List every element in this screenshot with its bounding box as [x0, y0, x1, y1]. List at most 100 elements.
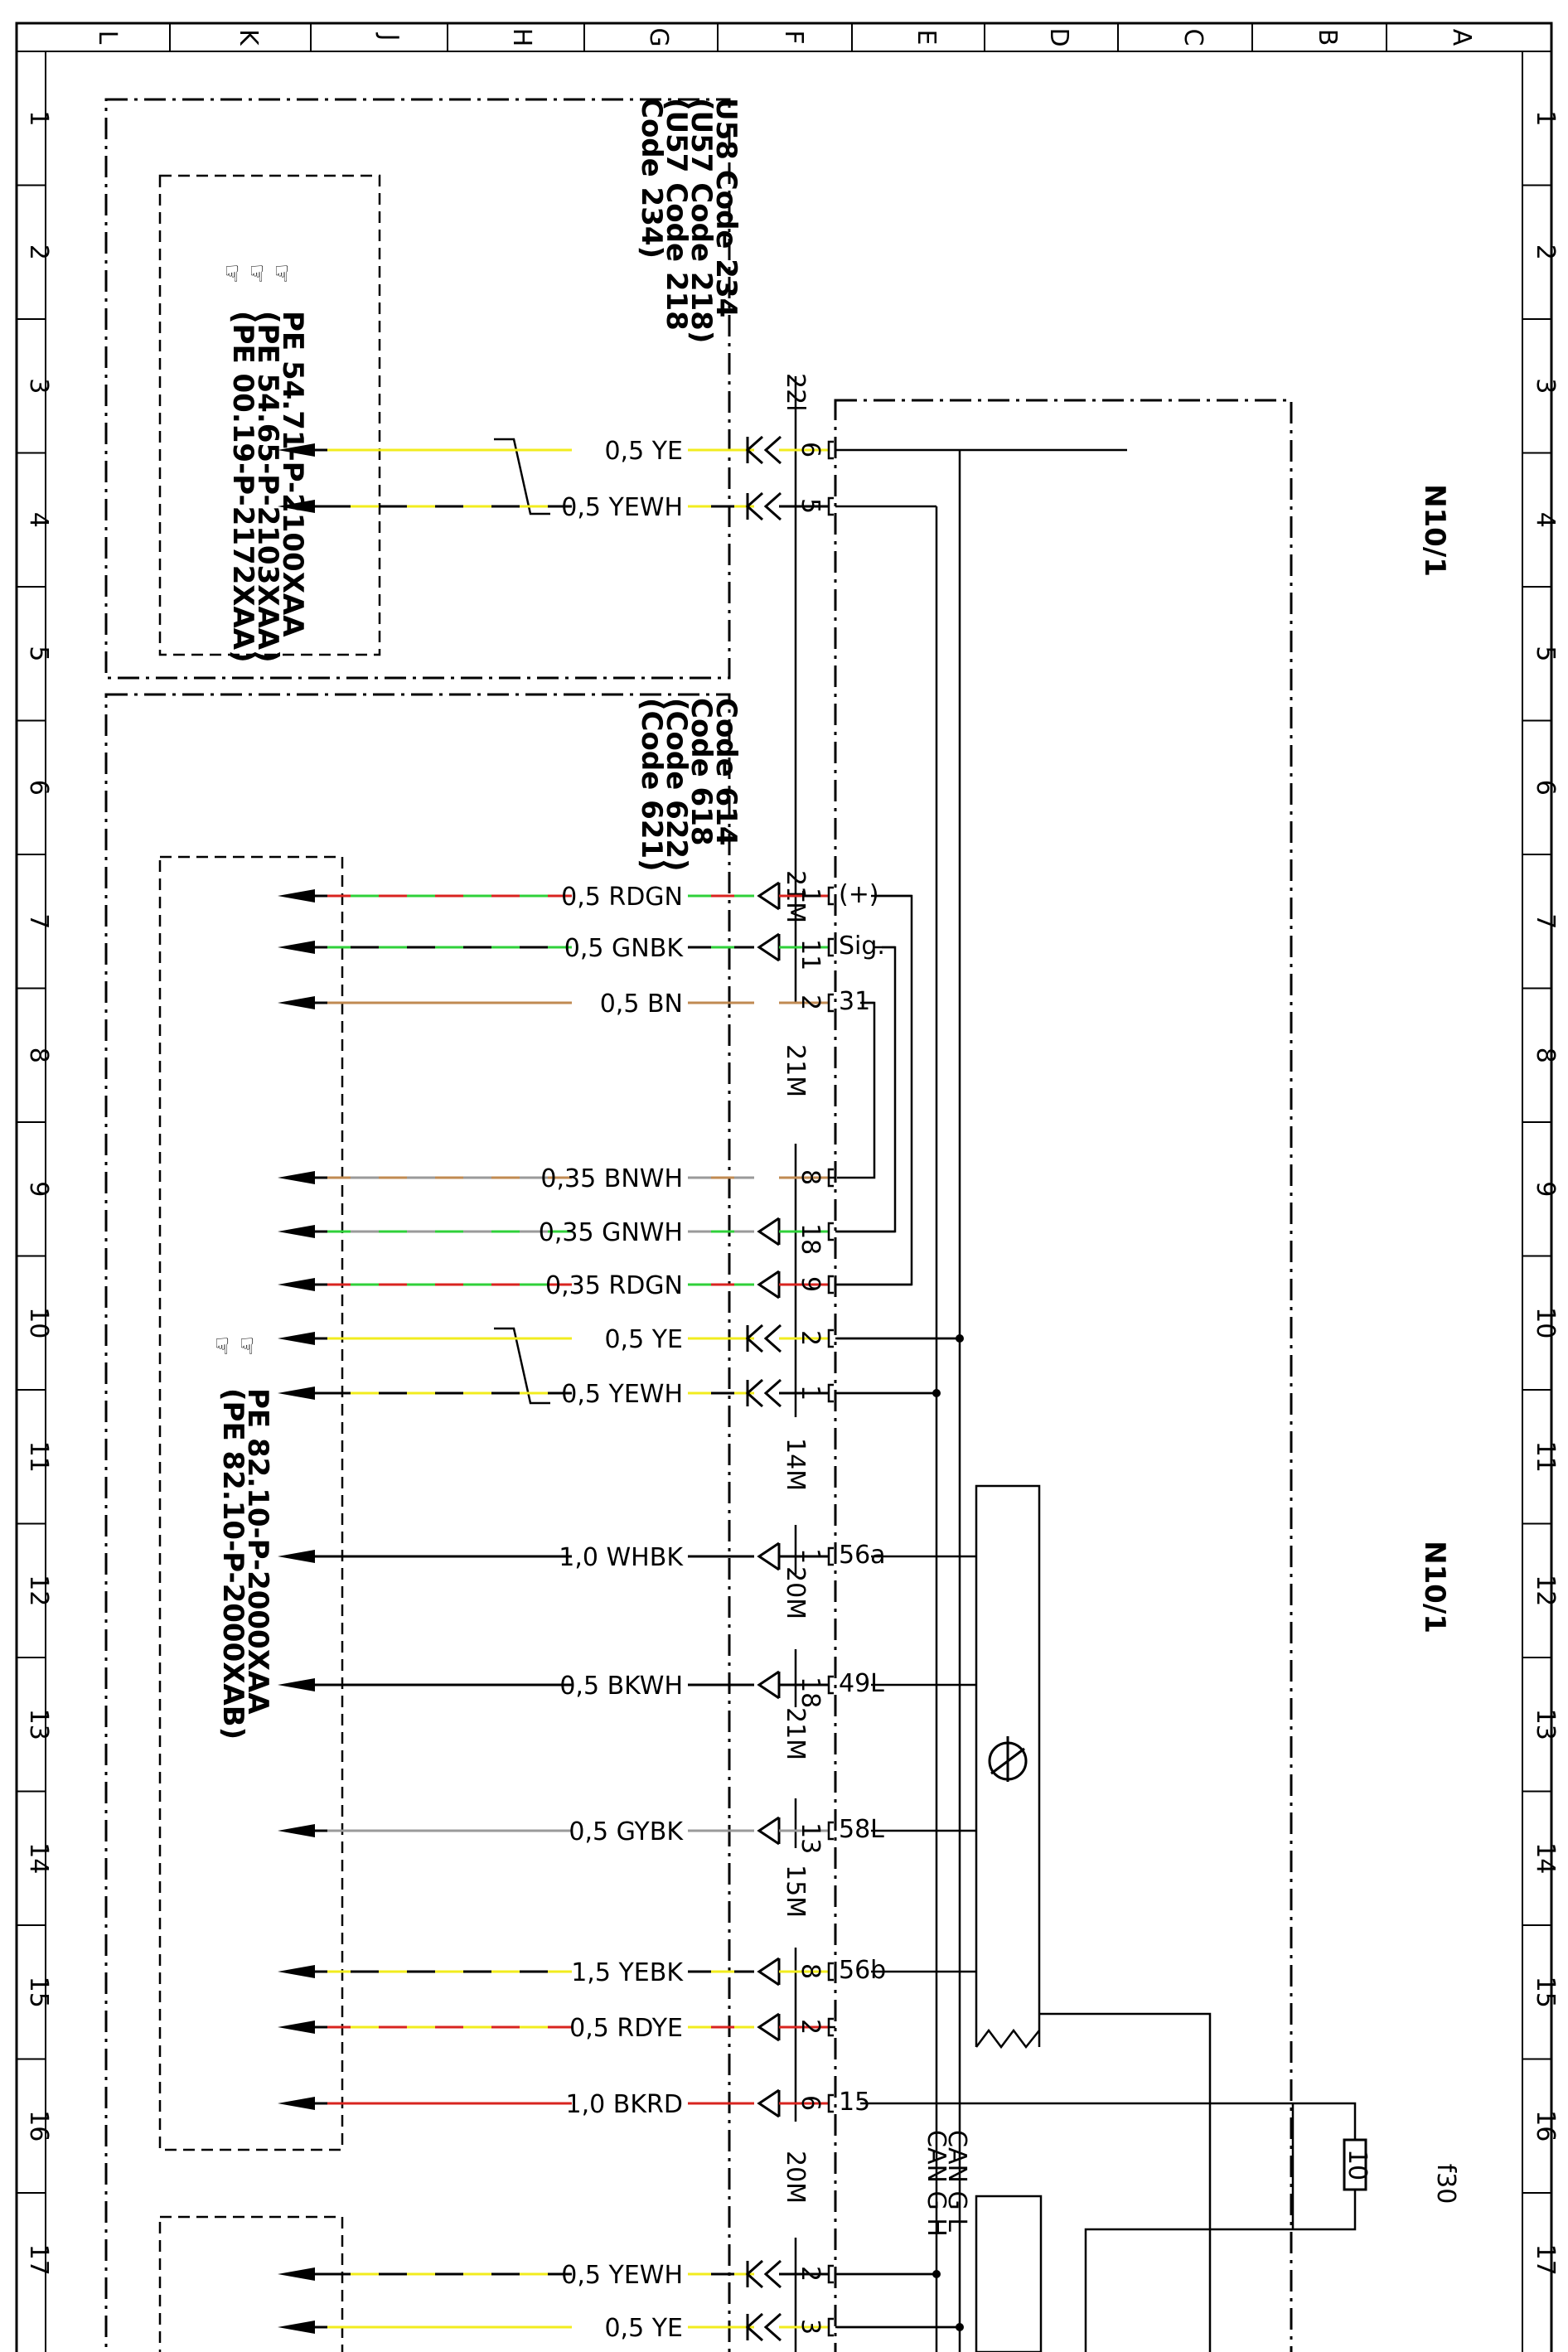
connector-symbol [757, 1270, 780, 1299]
hand-pointer-icon: ☞ [242, 264, 271, 283]
wire-arrow [278, 1171, 315, 1184]
row-number: 1 [24, 110, 53, 126]
column-label: K [234, 29, 263, 46]
row-number: 10 [1531, 1307, 1560, 1338]
wire-arrow [278, 889, 315, 903]
row-number: 8 [1531, 1048, 1560, 1063]
wire-label: 1,0 WHBK [559, 1543, 684, 1572]
reference-line[interactable]: PE 82.10-P-2000XAA [241, 1388, 274, 1715]
pin-bracket [827, 1821, 834, 1841]
fuse-value: 10 [1343, 2149, 1372, 2180]
connector-symbol [757, 1541, 780, 1571]
connector-label: 14M [781, 1438, 810, 1491]
connector-symbol [763, 2259, 782, 2289]
wire-label: 0,5 GYBK [569, 1817, 684, 1846]
pin-function: 31 [839, 987, 870, 1016]
connector-symbol [757, 2088, 780, 2118]
wire-label: 0,5 YE [604, 2314, 683, 2343]
row-number: 4 [24, 512, 53, 528]
connector-symbol [763, 435, 782, 465]
pin-number: 9 [796, 1276, 825, 1292]
row-number: 9 [24, 1181, 53, 1197]
column-label: C [1178, 29, 1207, 46]
row-number: 15 [24, 1977, 53, 2008]
wire-label: 0,5 YEWH [561, 2261, 683, 2290]
wire-arrow [278, 1278, 315, 1291]
connector-label: 20M [781, 2151, 810, 2204]
code-line: Code 614 [709, 698, 743, 846]
reference-line[interactable]: (PE 82.10-P-2000XAB) [216, 1388, 249, 1740]
wire-arrow [278, 996, 315, 1009]
connector-label: 15M [781, 1865, 810, 1918]
code-line: Code 618 [685, 698, 718, 846]
module-internal [794, 376, 1357, 2352]
code-line: Code 234) [635, 98, 668, 259]
pin-bracket [827, 440, 834, 460]
pin-function: Sig. [839, 932, 885, 961]
column-label: L [93, 31, 122, 45]
row-number: 10 [24, 1307, 53, 1338]
reference-line[interactable]: (PE 00.19-P-2172XAA) [226, 311, 259, 663]
pin-bracket [827, 2093, 834, 2113]
row-number: 11 [24, 1441, 53, 1473]
wire-label: 1,0 BKRD [566, 2090, 683, 2119]
reference-block-top[interactable]: PE 54.71-P-2100XAA (PE 54.65-P-2103XAA) … [217, 264, 309, 663]
code-line: (Code 622) [660, 698, 693, 872]
reference-block-mid[interactable]: PE 82.10-P-2000XAA (PE 82.10-P-2000XAB) … [207, 1336, 274, 1740]
pin-bracket [827, 496, 834, 516]
can-low-label: CAN G L [942, 2130, 971, 2232]
code-line: (U57 Code 218 [660, 98, 693, 331]
wire-arrow [278, 443, 315, 457]
pin-function: 15 [839, 2088, 870, 2117]
pin-function: (+) [839, 880, 879, 909]
wire[interactable]: 0,5 YEWH 2 [278, 2259, 936, 2290]
row-number: 17 [1531, 2244, 1560, 2276]
code-line: U58 Code 234 [709, 98, 743, 317]
wire-arrow [278, 941, 315, 954]
connector-symbol [763, 1378, 782, 1408]
reference-line[interactable]: PE 54.71-P-2100XAA [276, 311, 309, 637]
code-line: (U57 Code 218) [685, 98, 718, 343]
row-number: 7 [1531, 913, 1560, 929]
wire-arrow [278, 1678, 315, 1691]
pin-number: 8 [796, 1963, 825, 1979]
pin-bracket [827, 2317, 834, 2337]
pin-bracket [827, 993, 834, 1013]
connector-symbol [757, 2012, 780, 2042]
pin-number: 2 [796, 2266, 825, 2282]
pin-bracket [827, 1222, 834, 1241]
reference-line[interactable]: (PE 54.65-P-2103XAA) [251, 311, 284, 663]
wire-label: 0,5 YE [604, 437, 683, 466]
row-number: 15 [1531, 1977, 1560, 2008]
column-label: D [1044, 27, 1073, 46]
connector-symbol [757, 932, 780, 962]
wire-label: 0,5 YEWH [561, 493, 683, 522]
hand-pointer-icon: ☞ [232, 1336, 261, 1356]
pin-number: 2 [796, 995, 825, 1010]
wire-label: 0,5 YE [604, 1325, 683, 1354]
pin-number: 1 [796, 1548, 825, 1564]
module-label: N10/1 [1418, 484, 1451, 577]
reference-boxes [158, 174, 381, 2352]
code-block-mid: Code 614 Code 618 (Code 622) (Code 621) [635, 698, 743, 872]
wire-label: 0,5 GNBK [564, 934, 685, 963]
wire-label: 1,5 YEBK [571, 1958, 684, 1987]
